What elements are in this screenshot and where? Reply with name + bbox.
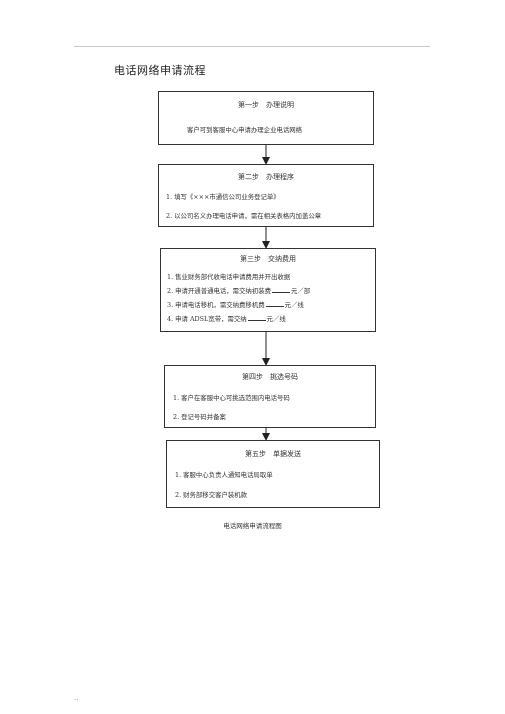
fee-blank (265, 300, 284, 307)
step-1-title: 第一步 办理说明 (238, 101, 294, 109)
step-3-line-1: 1. 售业财务部代收电话申请费用并开出收据 (167, 273, 291, 281)
figure-caption: 电话网络申请流程图 (223, 522, 282, 530)
arrow-down-icon (262, 428, 270, 441)
step-3-line-3-text: 3. 申请电话移机，需交纳费移机费 (167, 301, 265, 309)
header-rule (74, 46, 430, 47)
document-title: 电话网络申请流程 (114, 64, 206, 77)
fee-blank (272, 286, 290, 293)
arrow-down-icon (262, 332, 270, 366)
arrow-down-icon (262, 145, 270, 165)
step-3-line-4-text: 4. 申请 ADSL宽带，需交纳 (167, 315, 247, 323)
footer-mark: .. (74, 694, 79, 702)
step-5-line-1: 1. 客服中心负责人通知电话局取单 (175, 471, 273, 479)
step-3-line-4-unit: 元／线 (266, 315, 286, 323)
step-3-line-2: 2. 申请开通普通电话，需交纳初装费 元／部 (167, 286, 310, 295)
step-4-title: 第四步 挑选号码 (242, 373, 298, 381)
arrow-down-icon (262, 227, 270, 249)
step-3-box: 第三步 交纳费用 1. 售业财务部代收电话申请费用并开出收据 2. 申请开通普通… (160, 248, 376, 332)
step-5-line-2: 2. 财务部移交客户装机款 (175, 491, 248, 499)
step-5-title: 第五步 单据发送 (245, 450, 301, 458)
step-3-title: 第三步 交纳费用 (240, 255, 296, 263)
step-2-box: 第二步 办理程序 1. 填写《×××市通信公司业务登记单》 2. 以公司名义办理… (158, 164, 374, 227)
step-4-line-1: 1. 客户在客服中心可挑选范围内电话号码 (173, 394, 290, 402)
step-4-box: 第四步 挑选号码 1. 客户在客服中心可挑选范围内电话号码 2. 登记号码并备案 (164, 365, 376, 428)
step-3-line-3-unit: 元／线 (284, 301, 304, 309)
step-2-title: 第二步 办理程序 (238, 173, 294, 181)
step-4-line-2: 2. 登记号码并备案 (173, 413, 226, 421)
step-5-box: 第五步 单据发送 1. 客服中心负责人通知电话局取单 2. 财务部移交客户装机款 (166, 440, 380, 508)
fee-blank (247, 314, 266, 321)
step-3-line-2-text: 2. 申请开通普通电话，需交纳初装费 (167, 287, 271, 295)
step-3-line-2-unit: 元／部 (291, 287, 311, 295)
step-3-line-4: 4. 申请 ADSL宽带，需交纳 元／线 (167, 314, 286, 323)
step-2-line-2: 2. 以公司名义办理电话申请，需在相关表格内加盖公章 (166, 212, 322, 220)
step-2-line-1: 1. 填写《×××市通信公司业务登记单》 (166, 193, 280, 201)
step-1-box: 第一步 办理说明 客户可到客服中心申请办理企业电话网络 (158, 91, 374, 145)
step-3-line-3: 3. 申请电话移机，需交纳费移机费 元／线 (167, 300, 304, 309)
step-1-line-1: 客户可到客服中心申请办理企业电话网络 (187, 126, 303, 134)
